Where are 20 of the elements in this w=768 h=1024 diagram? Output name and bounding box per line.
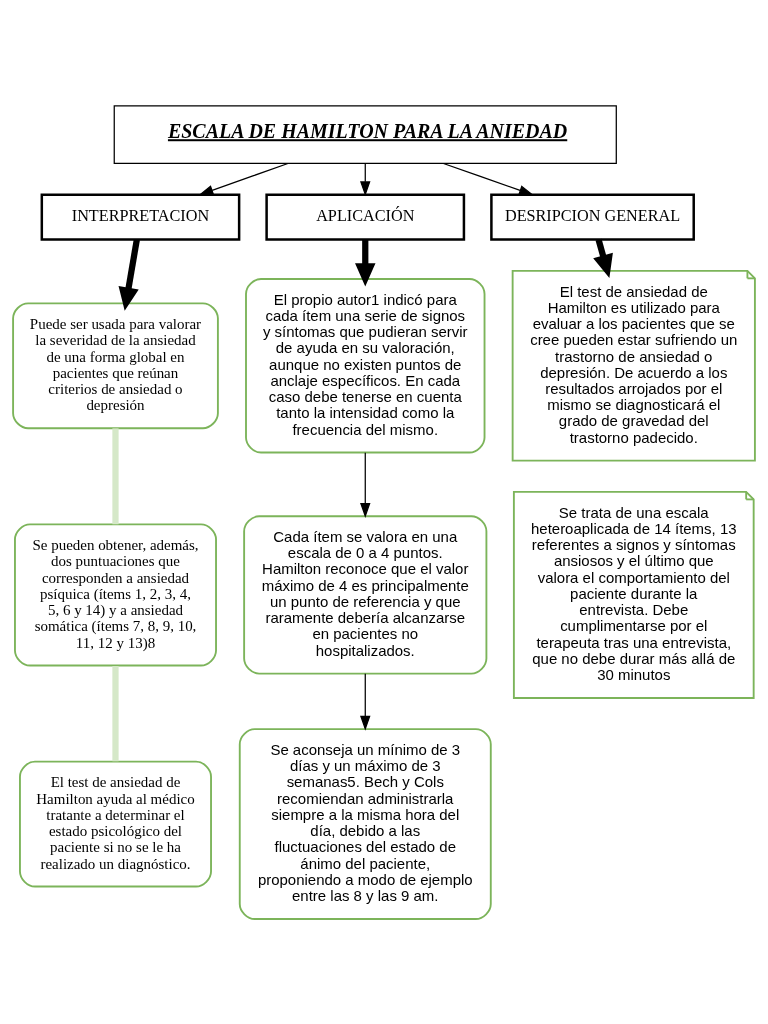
- connector: [112, 427, 119, 524]
- node-box: Puede ser usada para valorar la severidad de la ansiedad de una forma global en pacientes que reúnan criterios de ansiedad o depresión: [12, 301, 219, 429]
- node-box: INTERPRETACION: [40, 192, 241, 241]
- arrow: [360, 672, 371, 731]
- node-box: Cada ítem se valora en una escala de 0 a 4 puntos. Hamilton reconoce que el valor máximo de 4 es principalmente un punto de referencia y que raramente debería alcanzarse en pacientes no hospitalizados.: [243, 514, 488, 675]
- arrow: [355, 239, 376, 287]
- node-box: El test de ansiedad de Hamilton ayuda al médico tratante a determinar el estado psicológico del paciente si no se le ha realizado un diagnóstico.: [19, 760, 212, 887]
- arrow: [118, 238, 140, 311]
- node-box: APLICACIÓN: [265, 192, 466, 241]
- node-box: ESCALA DE HAMILTON PARA LA ANIEDAD: [113, 104, 617, 164]
- arrow: [360, 162, 371, 196]
- node-box: Se aconseja un mínimo de 3 días y un máximo de 3 semanas5. Bech y Cols recomiendan administrarla siempre a la misma hora del día, debido a las fluctuaciones del estado de ánimo del paciente, proponiendo a modo de ejemplo entre las 8 y las 9 am.: [238, 727, 492, 920]
- node-box: DESRIPCION GENERAL: [490, 192, 695, 241]
- arrow: [593, 238, 613, 278]
- arrow: [360, 451, 371, 518]
- arrow: [198, 162, 289, 195]
- node-box: Se pueden obtener, además, dos puntuaciones que corresponden a ansiedad psíquica (ítems 1, 2, 3, 4, 5, 6 y 14) y a ansiedad somática (ítems 7, 8, 9, 10, 11, 12 y 13)8: [14, 522, 217, 666]
- arrow: [442, 162, 534, 195]
- connector: [112, 665, 119, 761]
- node-box: El propio autor1 indicó para cada ítem una serie de signos y síntomas que pudieran servir de ayuda en su valoración, aunque no existen puntos de anclaje específicos. En cada caso debe tenerse en cuenta tanto la intensidad como la frecuencia del mismo.: [245, 277, 486, 453]
